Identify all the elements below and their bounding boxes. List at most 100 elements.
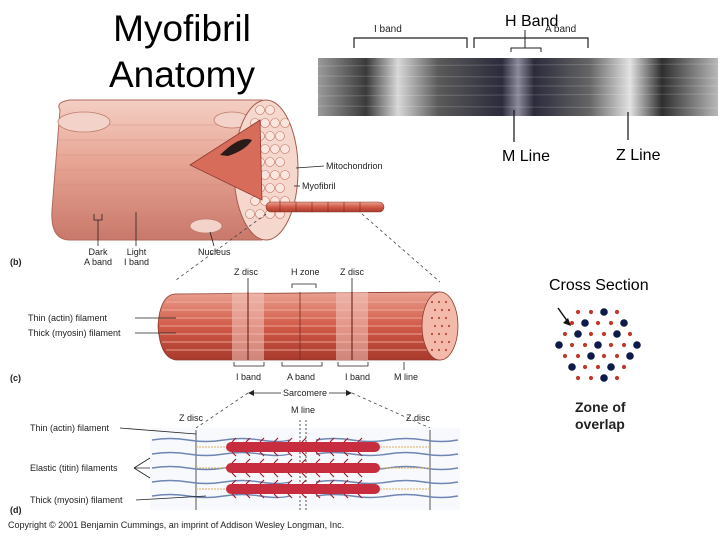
myosin-head bbox=[273, 479, 279, 499]
filament-end-dot bbox=[430, 332, 434, 336]
myosin-head bbox=[259, 458, 265, 478]
elastic-filament-label: Elastic (titin) filaments bbox=[30, 463, 118, 473]
myosin-head bbox=[329, 437, 335, 457]
myosin-head bbox=[301, 437, 307, 457]
z-disc-left-label-d: Z disc bbox=[179, 413, 204, 423]
myosin-head bbox=[343, 479, 349, 499]
panel-b-letter: (b) bbox=[10, 257, 22, 267]
myosin-head bbox=[245, 437, 251, 457]
filament-end-dot bbox=[433, 308, 437, 312]
myofibril-end-dot bbox=[245, 209, 255, 219]
z-disc-right-label: Z disc bbox=[340, 267, 365, 277]
thick-filament-label-c: Thick (myosin) filament bbox=[28, 328, 121, 338]
actin-filament-right bbox=[315, 437, 459, 443]
thick-filament-dot bbox=[587, 352, 595, 360]
filament-end-dot bbox=[433, 340, 437, 344]
thin-filament-dot bbox=[582, 342, 588, 348]
myofibril-label: Myofibril bbox=[302, 181, 336, 191]
myofibril-end-dot bbox=[270, 118, 280, 128]
m-line-label: M Line bbox=[502, 148, 551, 165]
filament-end-dot bbox=[437, 348, 441, 352]
thick-filament-dot bbox=[613, 330, 621, 338]
thick-filament-dot bbox=[620, 319, 628, 327]
m-line-label-c: M line bbox=[394, 372, 419, 382]
myofibril-segment bbox=[135, 278, 459, 396]
thin-filament-dot bbox=[601, 331, 607, 337]
thin-filament-dot bbox=[588, 309, 594, 315]
actin-filament-right bbox=[315, 479, 459, 485]
thin-filament-dot bbox=[588, 375, 594, 381]
copyright-notice: Copyright © 2001 Benjamin Cummings, an i… bbox=[8, 520, 345, 530]
myosin-head bbox=[329, 458, 335, 478]
myosin-filament bbox=[226, 442, 380, 452]
thick-filament-dot bbox=[607, 363, 615, 371]
filament-end-dot bbox=[433, 324, 437, 328]
thin-filament-dot bbox=[569, 342, 575, 348]
thin-filament-dot bbox=[614, 353, 620, 359]
myosin-head bbox=[329, 479, 335, 499]
myosin-head bbox=[231, 437, 237, 457]
myofibril-end-dot bbox=[255, 209, 265, 219]
myosin-head bbox=[231, 479, 237, 499]
filament-end-dot bbox=[447, 324, 451, 328]
filament-end-dot bbox=[437, 332, 441, 336]
myosin-filament bbox=[226, 463, 380, 473]
myosin-head bbox=[343, 458, 349, 478]
actin-filament-left bbox=[151, 437, 291, 443]
thick-filament-dot bbox=[555, 341, 563, 349]
myosin-filament bbox=[226, 484, 380, 494]
myosin-head bbox=[287, 458, 293, 478]
thin-filament-dot bbox=[569, 320, 575, 326]
filament-end-dot bbox=[430, 316, 434, 320]
thin-filament-dot bbox=[575, 309, 581, 315]
actin-filament-right bbox=[315, 493, 459, 499]
myofibril-end-dot bbox=[275, 157, 285, 167]
m-line-label-d: M line bbox=[291, 405, 316, 415]
z-disc-right-label-d: Z disc bbox=[406, 413, 431, 423]
myofibril-end-dot bbox=[280, 170, 290, 180]
thin-filament-dot bbox=[595, 364, 601, 370]
thin-filament-dot bbox=[608, 320, 614, 326]
thick-filament-dot bbox=[633, 341, 641, 349]
myofibril-end-dot bbox=[260, 144, 270, 154]
thin-filament-dot bbox=[588, 331, 594, 337]
myosin-head bbox=[315, 479, 321, 499]
electron-micrograph bbox=[317, 30, 719, 142]
filament-end-dot bbox=[444, 316, 448, 320]
myofibril-end-dot bbox=[270, 144, 280, 154]
myosin-head bbox=[315, 458, 321, 478]
myosin-head bbox=[245, 479, 251, 499]
nucleus-label: Nucleus bbox=[198, 247, 231, 257]
filament-end-dot bbox=[447, 340, 451, 344]
a-band-bracket bbox=[473, 37, 589, 48]
thin-filament-dot bbox=[621, 342, 627, 348]
thin-filament-dot bbox=[614, 375, 620, 381]
z-line-label: Z Line bbox=[616, 147, 661, 164]
thin-filament-label-c: Thin (actin) filament bbox=[28, 313, 108, 323]
filament-end-dot bbox=[440, 308, 444, 312]
i-band-bracket bbox=[353, 37, 468, 48]
myosin-head bbox=[231, 458, 237, 478]
actin-filament-left bbox=[151, 479, 291, 485]
h-band-bracket bbox=[510, 47, 542, 52]
sarcomere-label: Sarcomere bbox=[281, 388, 330, 398]
thick-filament-label-d: Thick (myosin) filament bbox=[30, 495, 123, 505]
filament-end-dot bbox=[430, 300, 434, 304]
sarcomere-molecular bbox=[119, 420, 460, 510]
myofibril-end-dot bbox=[265, 131, 275, 141]
muscle-fiber bbox=[51, 99, 385, 247]
h-band-label: H Band bbox=[505, 13, 559, 30]
cross-section-title: Cross Section bbox=[549, 277, 649, 294]
title-line-1: Myofibril bbox=[113, 8, 251, 49]
actin-filament-left bbox=[151, 493, 291, 499]
filament-end-dot bbox=[444, 348, 448, 352]
myosin-head bbox=[357, 479, 363, 499]
thin-filament-dot bbox=[614, 309, 620, 315]
myofibril-end-dot bbox=[275, 131, 285, 141]
thick-filament-dot bbox=[600, 308, 608, 316]
myofibril-end-dot bbox=[275, 183, 285, 193]
myosin-head bbox=[259, 479, 265, 499]
i-band-right-label: I band bbox=[345, 372, 371, 382]
